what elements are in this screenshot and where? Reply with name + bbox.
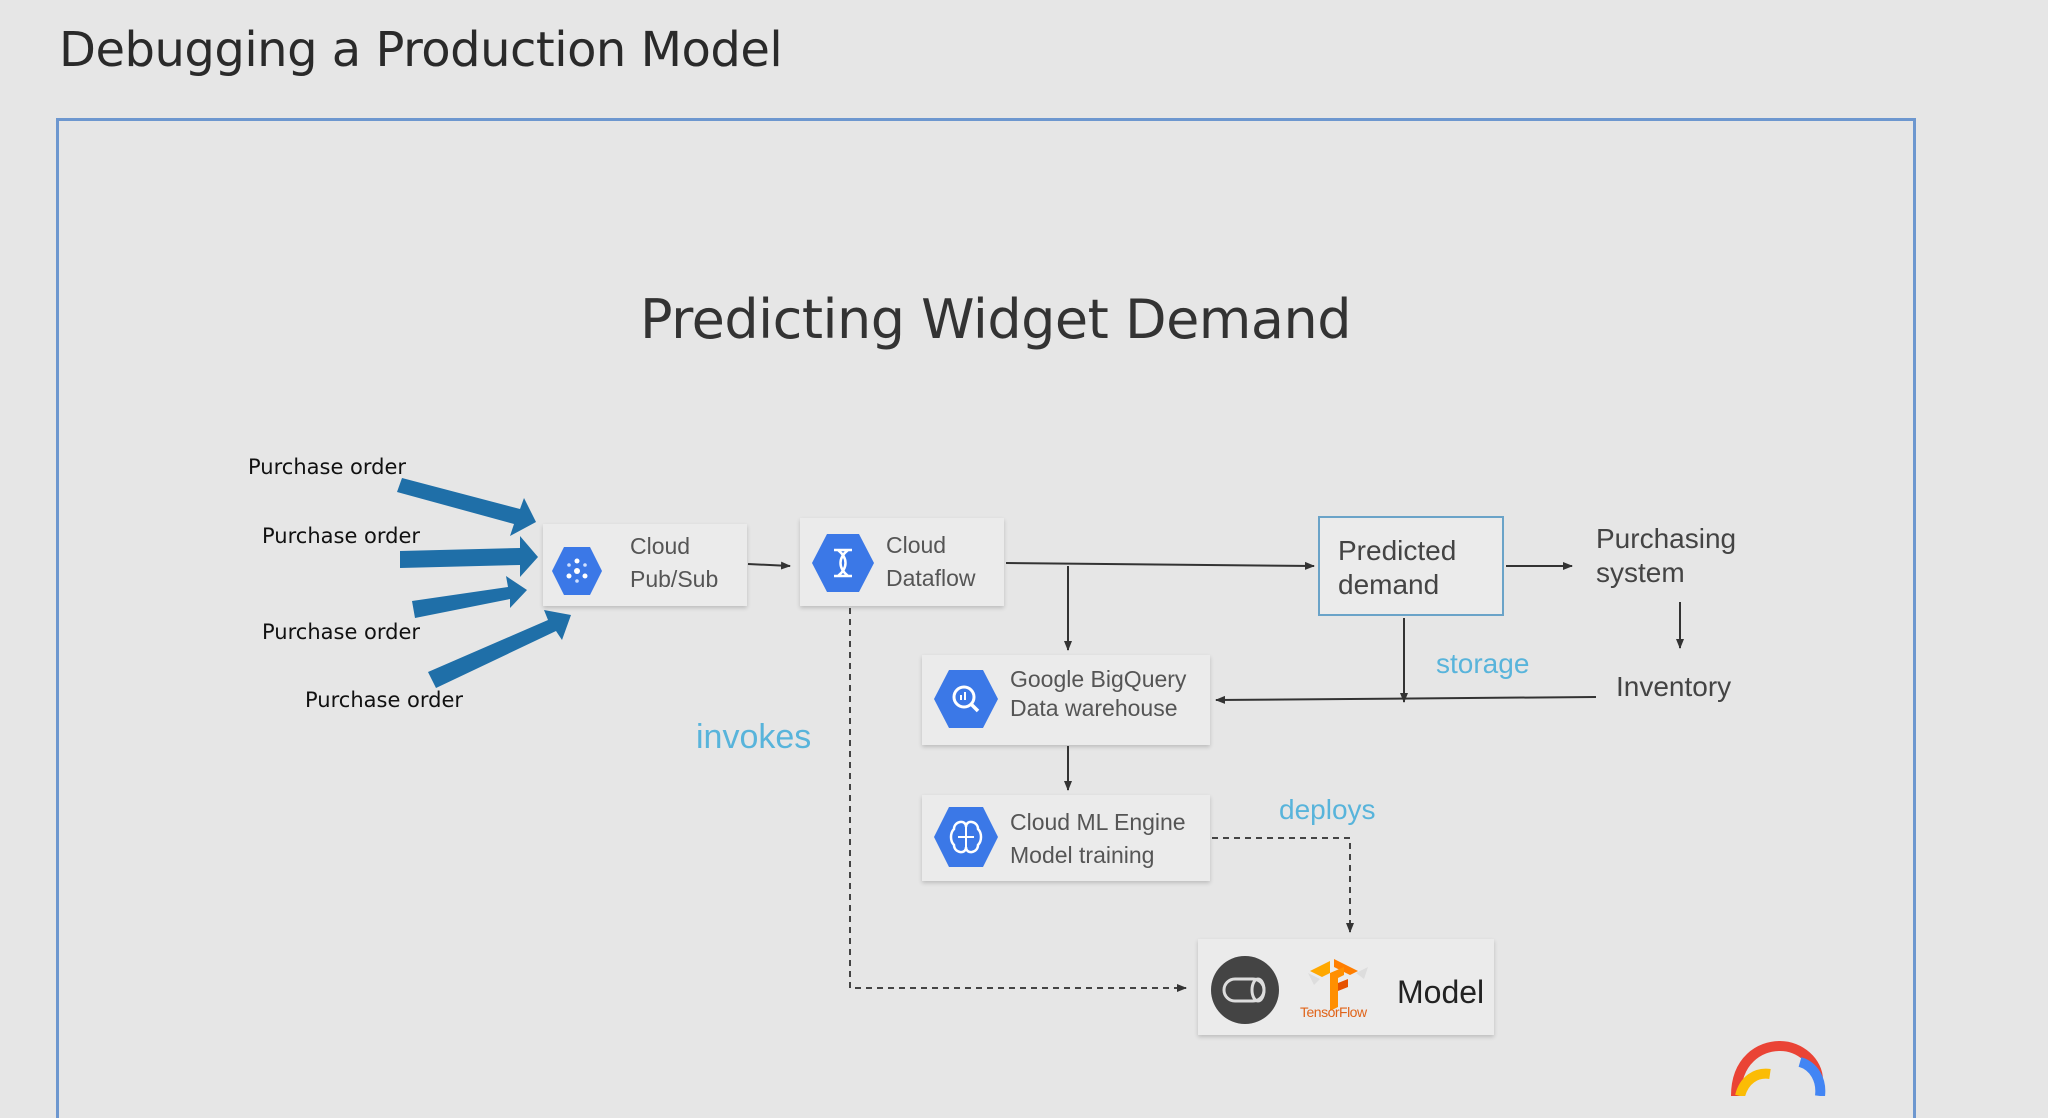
tensorflow-wordmark: TensorFlow [1300, 1004, 1367, 1020]
pubsub-icon [552, 547, 602, 595]
purchase-order-label-2: Purchase order [262, 524, 421, 548]
invokes-label: invokes [696, 718, 812, 756]
serving-engine-icon [1211, 956, 1279, 1024]
page-title: Debugging a Production Model [59, 22, 783, 78]
purchase-order-label-4: Purchase order [305, 688, 464, 712]
purchase-order-arrows [397, 478, 571, 688]
slide-title: Predicting Widget Demand [640, 288, 1352, 351]
purchase-order-label-3: Purchase order [262, 620, 421, 644]
deploys-label: deploys [1279, 794, 1376, 825]
tensorflow-icon [1308, 959, 1368, 1011]
storage-label: storage [1436, 648, 1530, 679]
bigquery-icon [934, 670, 998, 728]
dataflow-icon [812, 534, 874, 592]
slide-frame [56, 118, 1916, 1118]
google-cloud-logo-partial [1731, 1040, 1826, 1096]
ml-engine-icon [934, 807, 998, 867]
inventory-label: Inventory [1616, 671, 1732, 702]
model-label: Model [1397, 974, 1485, 1010]
purchase-order-label-1: Purchase order [248, 455, 407, 479]
